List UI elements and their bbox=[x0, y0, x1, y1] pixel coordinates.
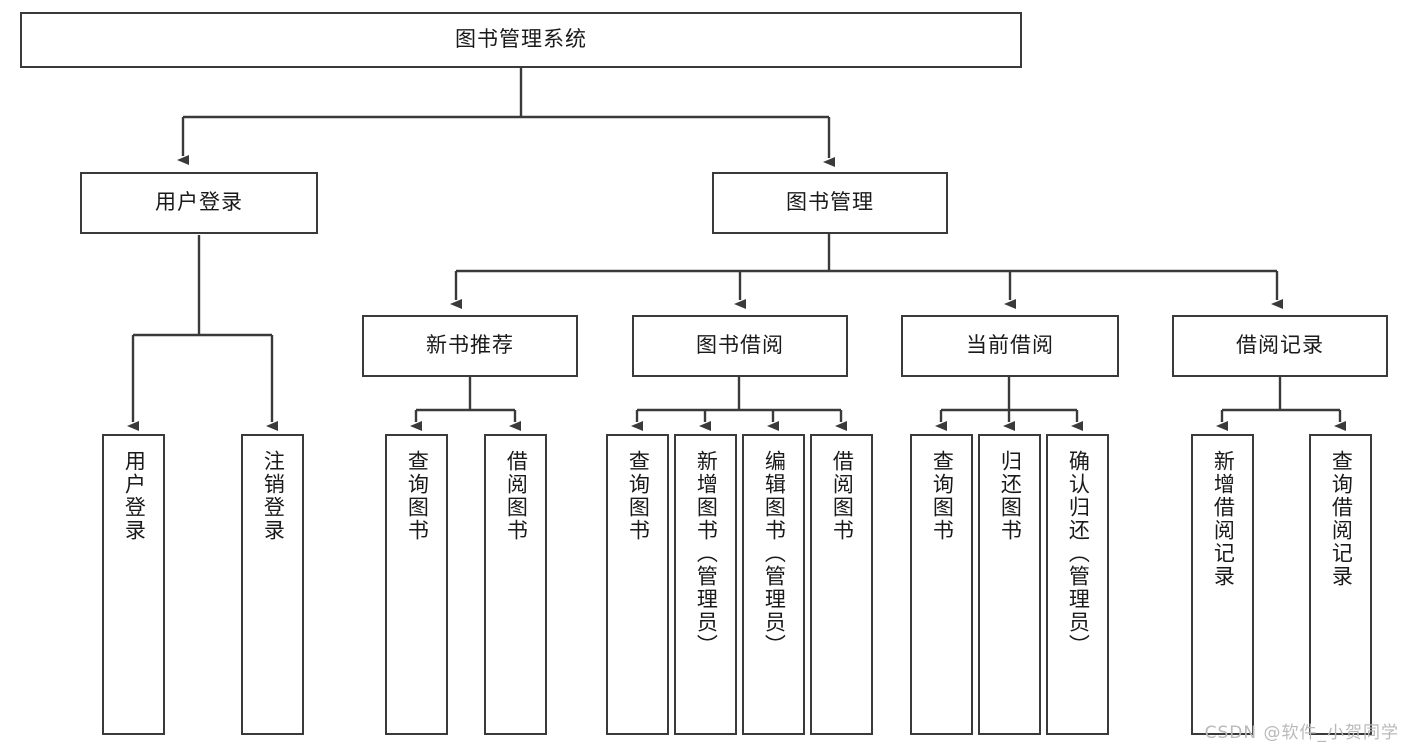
leaf-current-query-book[interactable]: 查询图书 bbox=[910, 434, 973, 735]
leaf-borrow-edit-book-admin[interactable]: 编辑图书（管理员） bbox=[742, 434, 805, 735]
node-label: 查询借阅记录 bbox=[1329, 450, 1354, 588]
node-label: 确认归还（管理员） bbox=[1066, 450, 1091, 657]
node-label: 查询图书 bbox=[930, 450, 955, 542]
node-label: 用户登录 bbox=[155, 190, 243, 215]
node-current-borrow[interactable]: 当前借阅 bbox=[901, 315, 1119, 377]
node-label: 注销登录 bbox=[261, 450, 286, 542]
node-label: 当前借阅 bbox=[966, 333, 1054, 358]
node-label: 用户登录 bbox=[122, 450, 147, 542]
leaf-recommend-borrow-book[interactable]: 借阅图书 bbox=[484, 434, 547, 735]
node-label: 借阅图书 bbox=[504, 450, 529, 542]
node-label: 新增图书（管理员） bbox=[694, 450, 719, 657]
leaf-current-return-book[interactable]: 归还图书 bbox=[978, 434, 1041, 735]
node-label: 编辑图书（管理员） bbox=[762, 450, 787, 657]
leaf-current-confirm-return-admin[interactable]: 确认归还（管理员） bbox=[1046, 434, 1109, 735]
node-label: 查询图书 bbox=[626, 450, 651, 542]
node-label: 借阅图书 bbox=[830, 450, 855, 542]
leaf-borrow-add-book-admin[interactable]: 新增图书（管理员） bbox=[674, 434, 737, 735]
leaf-borrow-query-book[interactable]: 查询图书 bbox=[606, 434, 669, 735]
leaf-record-query-record[interactable]: 查询借阅记录 bbox=[1309, 434, 1372, 735]
node-new-book-recommend[interactable]: 新书推荐 bbox=[362, 315, 578, 377]
node-label: 查询图书 bbox=[405, 450, 430, 542]
leaf-user-login-signin[interactable]: 用户登录 bbox=[102, 434, 165, 735]
leaf-borrow-borrow-book[interactable]: 借阅图书 bbox=[810, 434, 873, 735]
node-label: 归还图书 bbox=[998, 450, 1023, 542]
node-label: 借阅记录 bbox=[1236, 333, 1324, 358]
node-label: 图书管理系统 bbox=[455, 27, 587, 52]
node-root-system[interactable]: 图书管理系统 bbox=[20, 12, 1022, 68]
node-book-borrow[interactable]: 图书借阅 bbox=[632, 315, 848, 377]
leaf-record-add-record[interactable]: 新增借阅记录 bbox=[1191, 434, 1254, 735]
node-user-login[interactable]: 用户登录 bbox=[80, 172, 318, 234]
node-borrow-record[interactable]: 借阅记录 bbox=[1172, 315, 1388, 377]
node-label: 图书管理 bbox=[786, 190, 874, 215]
node-label: 新增借阅记录 bbox=[1211, 450, 1236, 588]
node-book-management[interactable]: 图书管理 bbox=[712, 172, 948, 234]
leaf-user-login-signout[interactable]: 注销登录 bbox=[241, 434, 304, 735]
node-label: 新书推荐 bbox=[426, 333, 514, 358]
node-label: 图书借阅 bbox=[696, 333, 784, 358]
leaf-recommend-query-book[interactable]: 查询图书 bbox=[385, 434, 448, 735]
